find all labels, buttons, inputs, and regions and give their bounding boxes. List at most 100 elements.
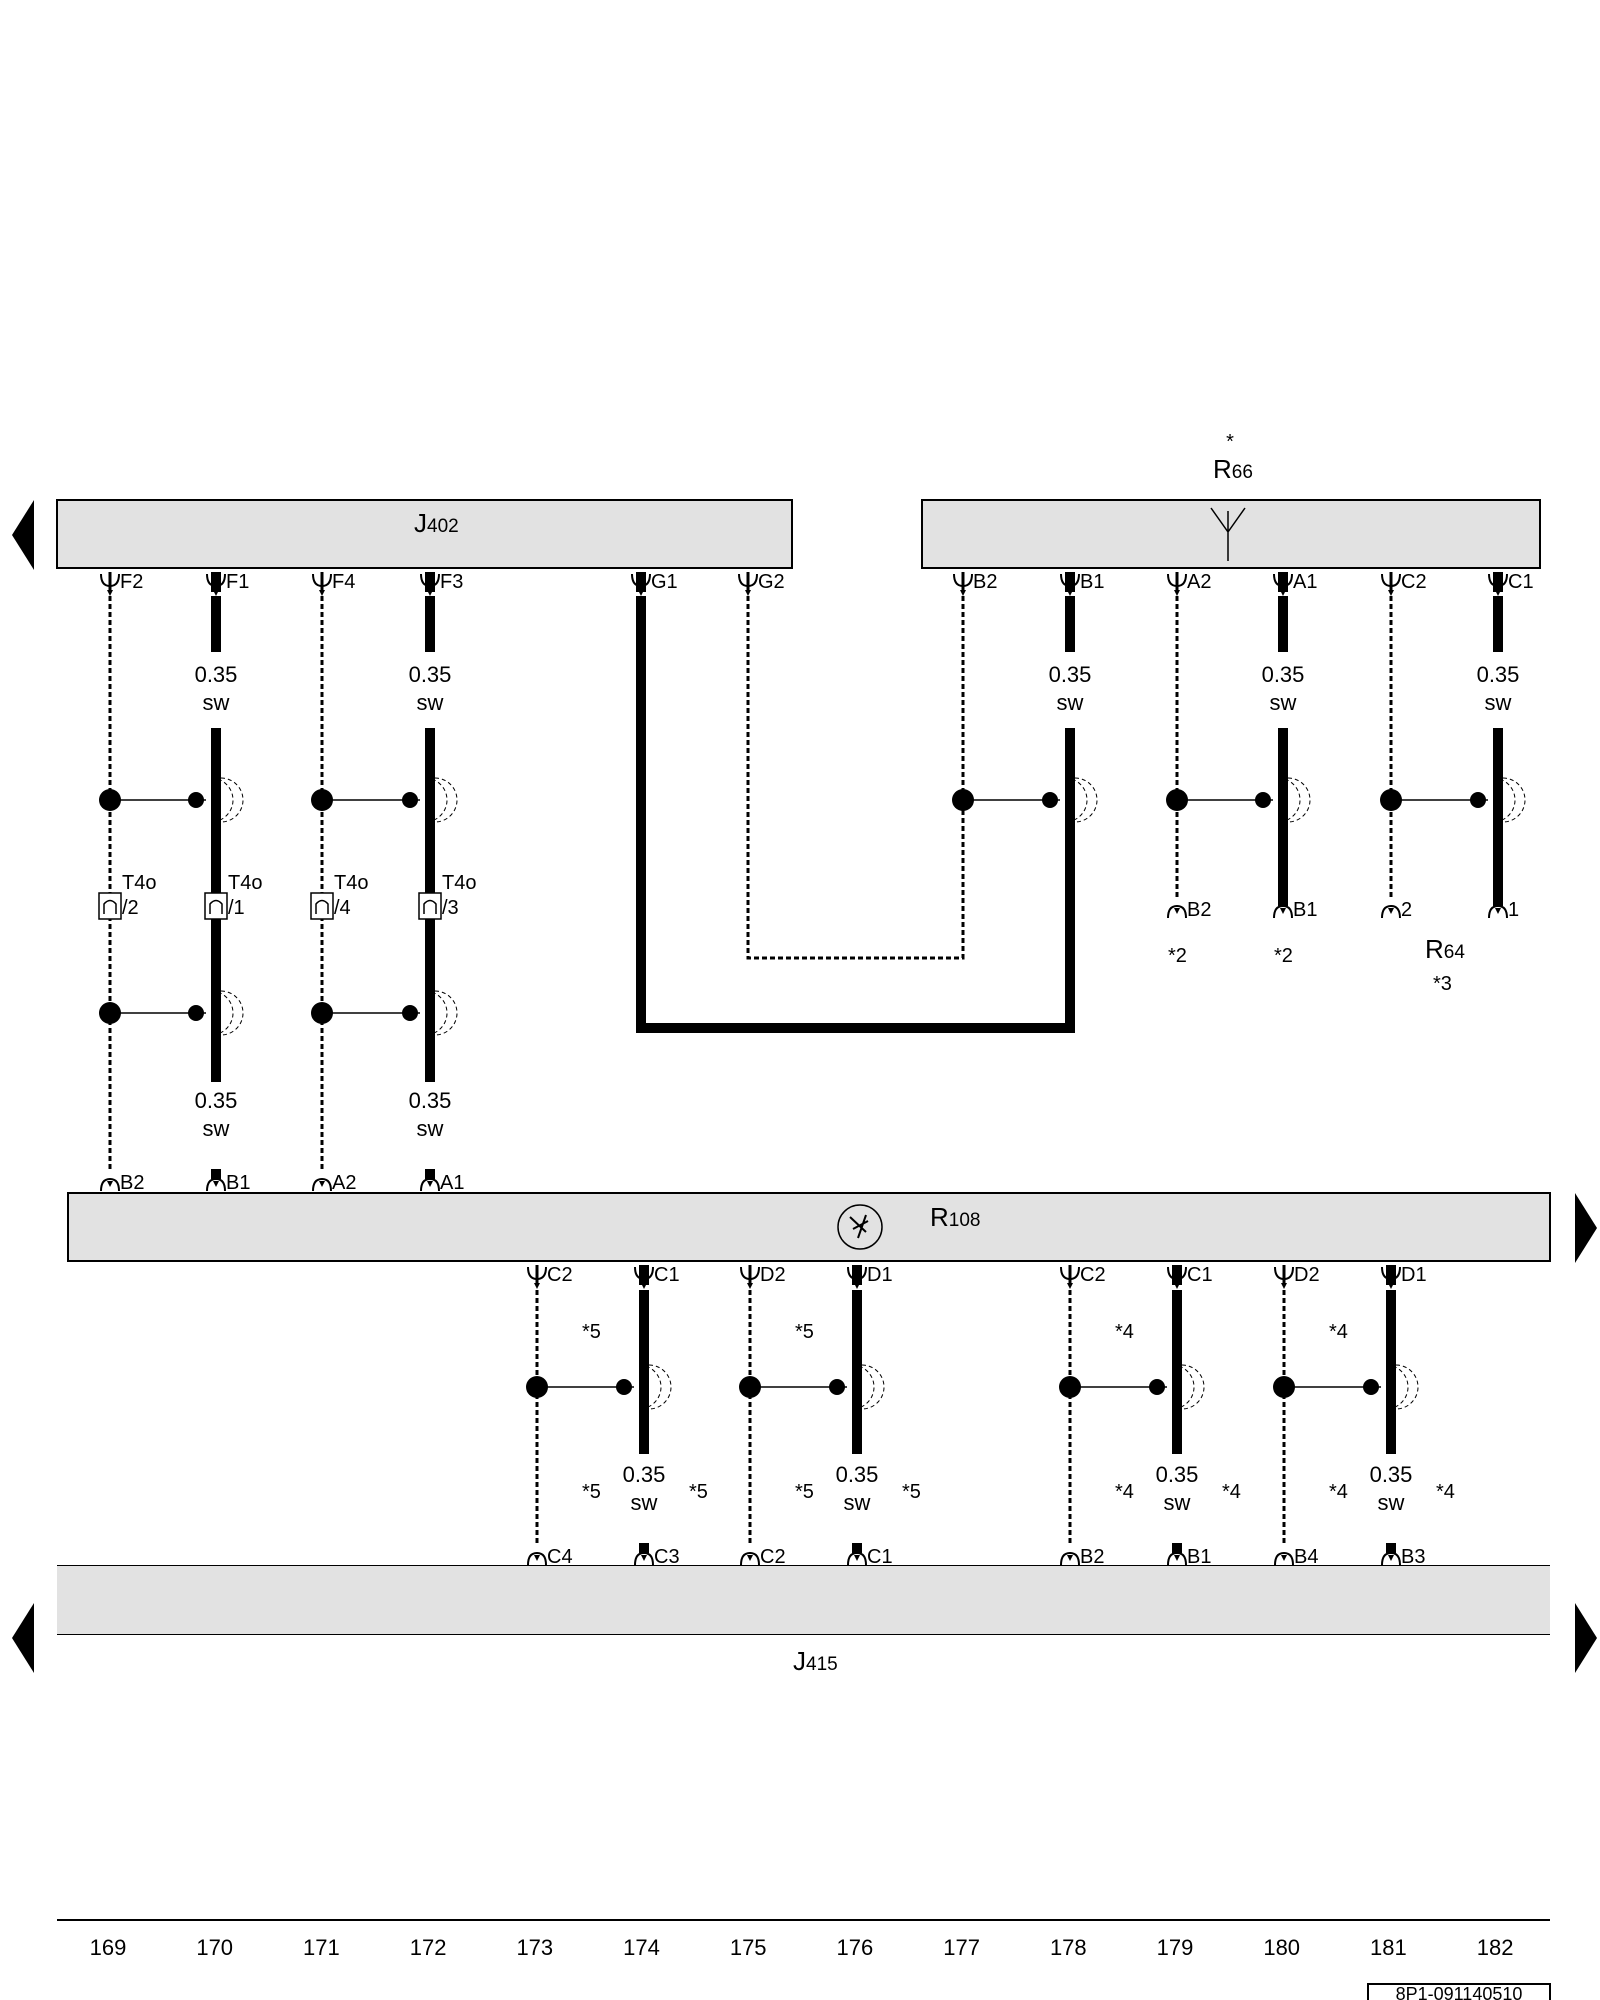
r66-pin-B2-0-label: B2 [973, 571, 997, 593]
r108-top-pin-1 [206, 1169, 226, 1192]
r66-pin-A2-2-label: A2 [1187, 571, 1211, 593]
note-right-0: *5 [689, 1481, 708, 1503]
r108-bot-pin-4 [1060, 1265, 1080, 1289]
connector-t4o-1 [98, 892, 122, 920]
r108-bot-pin-2-label: D2 [760, 1264, 786, 1286]
doc-id-box [1367, 1983, 1551, 2000]
note-top-0: *5 [582, 1321, 601, 1343]
r108-bot-pin-2 [740, 1265, 760, 1289]
bot-tap-750 [739, 1364, 885, 1410]
connector-t4o-name-4: T4o [442, 872, 476, 894]
r64-note-b: *2 [1274, 945, 1293, 967]
r66-label: R66 [1213, 454, 1253, 484]
j402-pin-G1 [631, 572, 651, 596]
j402-pin-F4-label: F4 [332, 571, 355, 593]
bot-gauge-644-size: 0.35 [623, 1462, 666, 1487]
r108-bot-pin-3 [847, 1265, 867, 1289]
j402-pin-G2 [738, 572, 758, 596]
pins [98, 572, 1508, 1566]
connector-t4o-name-3: T4o [334, 872, 368, 894]
r108-bot-pin-7 [1381, 1265, 1401, 1289]
r64-pin-2 [1381, 904, 1401, 919]
r108-label: R108 [930, 1202, 980, 1232]
bot-tap-1284 [1273, 1364, 1419, 1410]
r66-pin-A1-2 [1273, 572, 1293, 596]
r66-tap-1177 [1166, 777, 1311, 823]
column-number: 175 [730, 1935, 767, 1960]
j415-pin-7 [1381, 1543, 1401, 1566]
gauge-top-430-size: 0.35 [409, 662, 452, 687]
r64-pin-1 [1273, 896, 1293, 919]
r66-pin-A2-2 [1167, 572, 1187, 596]
r108-top-pin-2 [312, 1177, 332, 1192]
r108-bot-pin-6-label: D2 [1294, 1264, 1320, 1286]
r108-bot-pin-0 [527, 1265, 547, 1289]
r108-bot-pin-1 [634, 1265, 654, 1289]
bot-tap-537 [526, 1364, 672, 1410]
bot-gauge-1177-color: sw [1164, 1490, 1191, 1515]
r108-bot-pin-7-label: D1 [1401, 1264, 1427, 1286]
r64-pin-1-label: B1 [1293, 899, 1317, 921]
connector-t4o-2 [204, 892, 228, 920]
r108-top-pin-0 [100, 1177, 120, 1192]
r66-pin-B1-0 [1060, 572, 1080, 596]
j415-pin-6-label: B4 [1294, 1546, 1318, 1568]
r66-star: * [1226, 431, 1234, 453]
tap-bot-322 [311, 990, 458, 1036]
r66-pin-C2-4-label: C2 [1401, 571, 1427, 593]
j415-pin-1-label: C3 [654, 1546, 680, 1568]
j402-pin-G2-label: G2 [758, 571, 785, 593]
j402-pin-F3-label: F3 [440, 571, 463, 593]
camera-icon [837, 1204, 883, 1250]
r108-bot-pin-5-label: C1 [1187, 1264, 1213, 1286]
j415-box [57, 1566, 1550, 1634]
tap-top-110 [99, 777, 244, 823]
column-number: 181 [1370, 1935, 1407, 1960]
tap-bot-110 [99, 990, 244, 1036]
connector-t4o-2-pin: /1 [228, 897, 245, 919]
r66-pin-A1-2-label: A1 [1293, 571, 1317, 593]
j415-pin-4-label: B2 [1080, 1546, 1104, 1568]
note-right-1: *5 [902, 1481, 921, 1503]
r108-bot-pin-3-label: D1 [867, 1264, 893, 1286]
r66-box [921, 499, 1541, 569]
j402-label: J402 [414, 508, 459, 538]
note-left-1: *5 [795, 1481, 814, 1503]
j415-pin-0-label: C4 [547, 1546, 573, 1568]
r108-bot-pin-0-label: C2 [547, 1264, 573, 1286]
column-number: 173 [516, 1935, 553, 1960]
r108-bot-pin-6 [1274, 1265, 1294, 1289]
r66-gauge-1070-size: 0.35 [1049, 662, 1092, 687]
right-arrow-bottom-icon [1575, 1603, 1597, 1673]
left-arrow-bottom-icon [12, 1603, 34, 1673]
doc-id: 8P1-091140510 [1396, 1984, 1523, 2000]
j415-pin-2 [740, 1551, 760, 1566]
bot-gauge-857-size: 0.35 [836, 1462, 879, 1487]
column-number: 179 [1157, 1935, 1194, 1960]
j402-pin-F2 [100, 572, 120, 596]
bot-gauge-644-color: sw [631, 1490, 658, 1515]
connector-t4o-1-pin: /2 [122, 897, 139, 919]
j415-pin-7-label: B3 [1401, 1546, 1425, 1568]
tap-top-322 [311, 777, 458, 823]
r108-bot-pin-1-label: C1 [654, 1264, 680, 1286]
j415-pin-3-label: C1 [867, 1546, 893, 1568]
r64-pin-0-label: B2 [1187, 899, 1211, 921]
j402-pin-F4 [312, 572, 332, 596]
bot-tap-1070 [1059, 1364, 1205, 1410]
r108-box [67, 1192, 1551, 1262]
note-top-1: *5 [795, 1321, 814, 1343]
j402-box [56, 499, 793, 569]
j415-label: J415 [793, 1646, 838, 1676]
column-number: 182 [1477, 1935, 1514, 1960]
r108-top-pin-3-label: A1 [440, 1172, 464, 1194]
j415-pin-0 [527, 1551, 547, 1566]
r66-pin-C2-4 [1381, 572, 1401, 596]
j402-pin-G1-label: G1 [651, 571, 678, 593]
gauge-top-216-color: sw [203, 690, 230, 715]
r66-gauge-1498-size: 0.35 [1477, 662, 1520, 687]
note-left-0: *5 [582, 1481, 601, 1503]
